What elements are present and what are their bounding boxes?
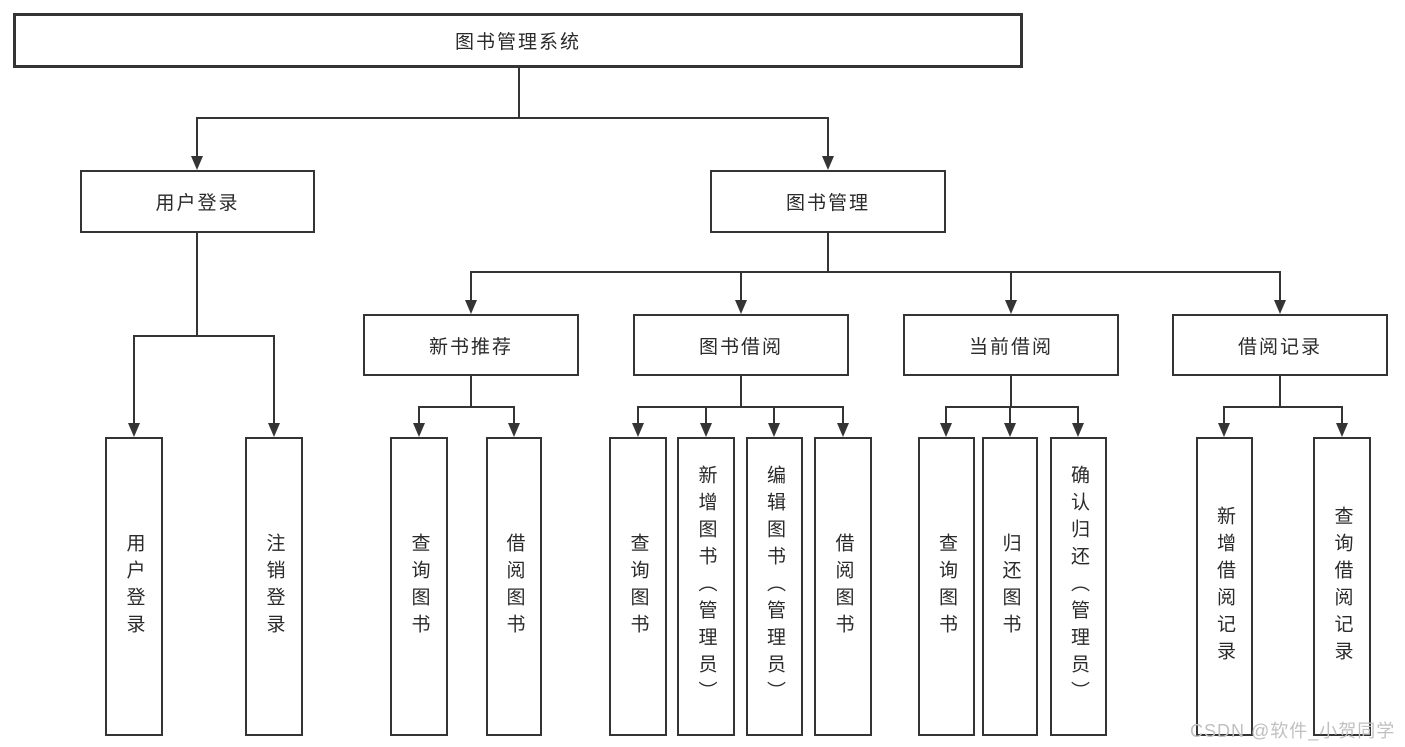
connector-stub [133, 336, 135, 424]
arrowhead-icon [822, 156, 834, 170]
arrowhead-icon [700, 423, 712, 437]
leaf-borrow-books-recommend: 借阅图书 [486, 437, 542, 736]
connector-stub [418, 407, 420, 424]
connector-stub [1279, 272, 1281, 301]
leaf-query-books-borrowing: 查询图书 [609, 437, 667, 736]
leaf-borrow-books-borrowing: 借阅图书 [814, 437, 872, 736]
connector-stub [1010, 272, 1012, 301]
connector-stub [513, 407, 515, 424]
arrowhead-icon [465, 300, 477, 314]
node-library-system: 图书管理系统 [13, 13, 1023, 68]
arrowhead-icon [1004, 423, 1016, 437]
node-current-borrowing: 当前借阅 [903, 314, 1119, 376]
leaf-return-book: 归还图书 [982, 437, 1038, 736]
node-book-management: 图书管理 [710, 170, 946, 233]
connector-vline [518, 68, 520, 118]
connector-stub [470, 272, 472, 301]
connector-stub [273, 336, 275, 424]
connector-vline [196, 233, 198, 336]
connector-vline [1279, 376, 1281, 407]
arrowhead-icon [413, 423, 425, 437]
leaf-user-login: 用户登录 [105, 437, 163, 736]
connector-stub [1009, 407, 1011, 424]
leaf-query-borrow-record: 查询借阅记录 [1313, 437, 1371, 736]
arrowhead-icon [1005, 300, 1017, 314]
connector-hline [196, 117, 829, 119]
node-book-borrowing: 图书借阅 [633, 314, 849, 376]
arrowhead-icon [940, 423, 952, 437]
arrowhead-icon [735, 300, 747, 314]
connector-hline [418, 406, 515, 408]
connector-stub [637, 407, 639, 424]
connector-hline [637, 406, 844, 408]
leaf-confirm-return-admin: 确认归还（管理员） [1050, 437, 1107, 736]
connector-vline [827, 233, 829, 272]
watermark: CSDN @软件_小贺同学 [1190, 721, 1396, 741]
connector-stub [842, 407, 844, 424]
connector-stub [740, 272, 742, 301]
node-new-book-recommendation: 新书推荐 [363, 314, 579, 376]
arrowhead-icon [768, 423, 780, 437]
connector-stub [1223, 407, 1225, 424]
arrowhead-icon [837, 423, 849, 437]
connector-stub [827, 118, 829, 157]
connector-stub [945, 407, 947, 424]
arrowhead-icon [1072, 423, 1084, 437]
leaf-add-borrow-record: 新增借阅记录 [1196, 437, 1253, 736]
leaf-query-books-recommend: 查询图书 [390, 437, 448, 736]
connector-stub [705, 407, 707, 424]
arrowhead-icon [268, 423, 280, 437]
connector-hline [470, 271, 1281, 273]
connector-hline [133, 335, 275, 337]
arrowhead-icon [1336, 423, 1348, 437]
arrowhead-icon [1218, 423, 1230, 437]
leaf-edit-book-admin: 编辑图书（管理员） [746, 437, 803, 736]
node-user-login: 用户登录 [80, 170, 315, 233]
connector-stub [196, 118, 198, 157]
arrowhead-icon [1274, 300, 1286, 314]
connector-hline [1223, 406, 1343, 408]
connector-vline [740, 376, 742, 407]
leaf-add-book-admin: 新增图书（管理员） [677, 437, 735, 736]
arrowhead-icon [508, 423, 520, 437]
arrowhead-icon [191, 156, 203, 170]
leaf-logout: 注销登录 [245, 437, 303, 736]
connector-stub [773, 407, 775, 424]
connector-vline [1010, 376, 1012, 407]
node-borrowing-records: 借阅记录 [1172, 314, 1388, 376]
leaf-query-books-current: 查询图书 [918, 437, 975, 736]
connector-vline [470, 376, 472, 407]
connector-stub [1341, 407, 1343, 424]
arrowhead-icon [128, 423, 140, 437]
arrowhead-icon [632, 423, 644, 437]
connector-hline [945, 406, 1079, 408]
connector-stub [1077, 407, 1079, 424]
